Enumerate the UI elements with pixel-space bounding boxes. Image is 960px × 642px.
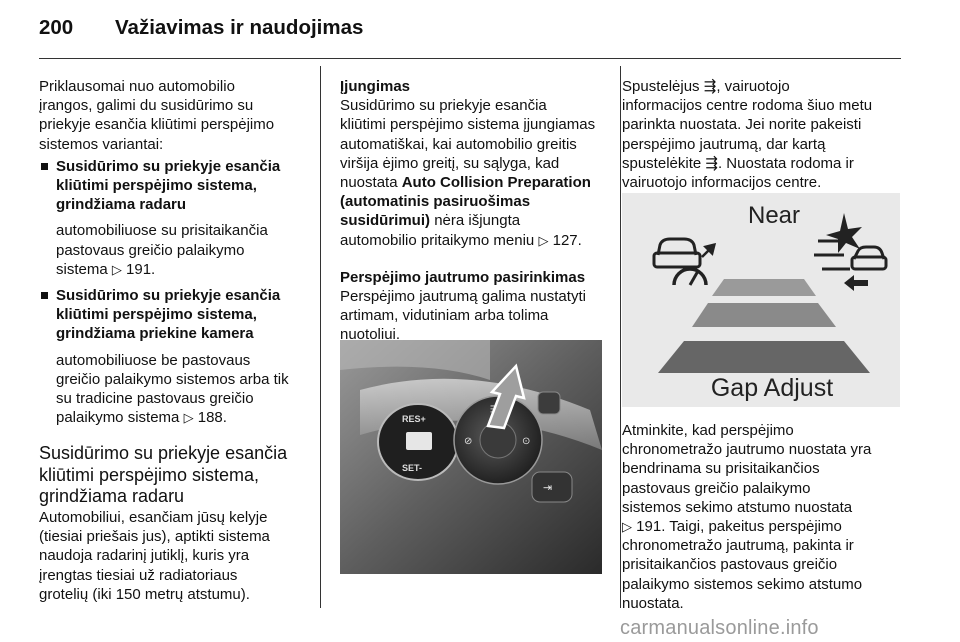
pointer-arrow-icon	[486, 363, 526, 430]
column-3-lower: Atminkite, kad perspėjimo chronometražo …	[622, 421, 904, 613]
gap-bar-far	[658, 341, 870, 373]
section-heading: Susidūrimo su priekyje esančia kliūtimi …	[39, 443, 288, 507]
svg-text:⇥: ⇥	[543, 481, 552, 494]
steering-wheel-controls-photo: RES+ SET- ⇶ ⊘ ⊙ ⇥	[340, 340, 602, 574]
gap-adjust-icon: ⇶	[703, 78, 717, 95]
page-header: 200 Važiavimas ir naudojimas	[39, 16, 363, 40]
set-button-label: SET-	[402, 463, 422, 473]
column-1: Priklausomai nuo automobilio įrangos, ga…	[39, 77, 311, 604]
page-title: Važiavimas ir naudojimas	[115, 16, 364, 39]
gap-setting-paragraph: Spustelėjus ⇶, vairuotojo informacijos c…	[622, 78, 873, 192]
gap-adjust-diagram: Near Gap Adjust	[622, 193, 900, 407]
subheading-sensitivity: Perspėjimo jautrumo pasirinkimas	[340, 268, 586, 286]
reference-arrow-icon: ▷	[111, 261, 122, 277]
bullet-item-camera: Susidūrimo su priekyje esančia kliūtimi …	[39, 286, 311, 344]
reference-arrow-icon: ▷	[622, 519, 632, 535]
gap-bar-medium	[692, 303, 836, 327]
sharing-note-paragraph: Atminkite, kad perspėjimo chronometražo …	[622, 422, 872, 612]
gap-bar-near	[712, 279, 816, 296]
section-body: Automobiliui, esančiam jūsų kelyje (ties…	[39, 508, 270, 603]
column-divider-1	[320, 66, 321, 608]
bullet-item-radar: Susidūrimo su priekyje esančia kliūtimi …	[39, 157, 311, 215]
page-number: 200	[39, 16, 74, 39]
sensitivity-paragraph: Perspėjimo jautrumą galima nustatyti art…	[340, 288, 586, 344]
gap-adjust-icon: ⇶	[705, 154, 718, 172]
collision-warning-icon	[814, 213, 888, 291]
diagram-gap-adjust-label: Gap Adjust	[711, 374, 833, 402]
bullet-text-camera: automobiliuose be pastovaus greičio pala…	[56, 351, 289, 427]
reference-arrow-icon: ▷	[183, 410, 194, 426]
reference-arrow-icon: ▷	[538, 232, 549, 248]
column-2: Įjungimas Susidūrimo su priekyje esančia…	[340, 77, 608, 345]
diagram-near-label: Near	[748, 202, 800, 229]
header-rule	[39, 58, 901, 59]
column-3: Spustelėjus ⇶, vairuotojo informacijos c…	[622, 77, 904, 192]
page-reference: 127.	[552, 231, 582, 249]
svg-text:⊙: ⊙	[522, 436, 530, 447]
bullet-square-icon	[41, 292, 48, 300]
bullet-text-radar: automobiliuose su prisitaikančia pastova…	[56, 222, 268, 278]
speedometer-car-icon	[652, 237, 717, 286]
page-reference: 188.	[197, 409, 227, 427]
svg-text:⊘: ⊘	[464, 436, 472, 447]
bullet-square-icon	[41, 162, 48, 170]
intro-paragraph: Priklausomai nuo automobilio įrangos, ga…	[39, 78, 275, 153]
activation-paragraph: Susidūrimo su priekyje esančia kliūtimi …	[340, 97, 596, 249]
column-divider-2	[620, 66, 621, 608]
res-button-label: RES+	[402, 414, 426, 424]
page-reference: 191.	[126, 260, 156, 278]
watermark: carmanualsonline.info	[620, 617, 819, 639]
subheading-activation: Įjungimas	[340, 78, 411, 95]
